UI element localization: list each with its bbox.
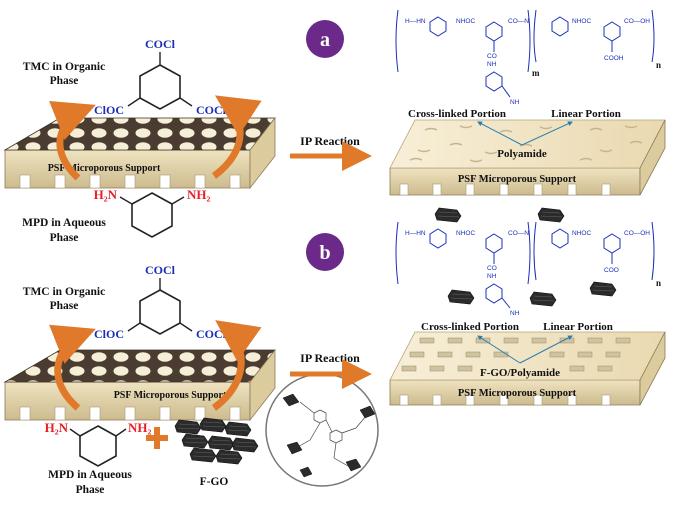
- plus-sign: [146, 427, 168, 449]
- crosslinked-label-a: Cross-linked Portion: [408, 108, 506, 120]
- tmc-left-a: ClOC: [94, 103, 124, 117]
- struct-a-cooh-right: CO—OH: [624, 18, 650, 25]
- result-support-a: PSF Microporous Support: [458, 174, 577, 185]
- linear-label-a: Linear Portion: [551, 108, 621, 120]
- struct-b-n: n: [656, 278, 661, 288]
- struct-b-nh-mid: NH: [487, 273, 497, 280]
- polyamide-structure-a: H—HN NHOC CO—N CO NH NH m NHOC CO—OH COO…: [395, 9, 661, 106]
- struct-b-nhoc-2: NHOC: [572, 230, 591, 237]
- struct-b-cooh-right: CO—OH: [624, 230, 650, 237]
- struct-a-nh: NH: [510, 99, 520, 106]
- mpd-molecule-a: H₂N NH₂: [94, 187, 211, 238]
- tmc-label-a-2: Phase: [50, 75, 79, 87]
- tmc-label-b-2: Phase: [50, 300, 79, 312]
- polyamide-label: Polyamide: [497, 148, 547, 160]
- support-label-a: PSF Microporous Support: [48, 163, 161, 174]
- ip-reaction-b: IP Reaction: [300, 351, 360, 365]
- struct-a-m: m: [532, 68, 540, 78]
- mpd-nh2-b: NH₂: [128, 420, 152, 435]
- struct-b-nhoc: NHOC: [456, 230, 475, 237]
- curved-arrow-b-left: [49, 324, 96, 411]
- ip-reaction-a: IP Reaction: [300, 134, 360, 148]
- tmc-molecule-a: COCl ClOC COCl: [94, 37, 227, 117]
- mpd-label-b-1: MPD in Aqueous: [48, 469, 132, 481]
- linear-label-b: Linear Portion: [543, 321, 613, 333]
- mpd-h2n-a: H₂N: [94, 187, 118, 202]
- struct-b-h-hn: H—HN: [405, 230, 426, 237]
- struct-a-nhoc-2: NHOC: [572, 18, 591, 25]
- fgo-zoom-circle: [265, 373, 379, 487]
- tmc-top-b: COCl: [145, 263, 176, 277]
- support-label-b: PSF Microporous Support: [114, 390, 227, 401]
- tmc-label-b-1: TMC in Organic: [23, 286, 105, 298]
- polyamide-structure-b: H—HN NHOC CO—N CO NH NH NHOC CO—OH COO n: [395, 207, 661, 317]
- struct-a-h-hn: H—HN: [405, 18, 426, 25]
- result-support-b: PSF Microporous Support: [458, 388, 577, 399]
- struct-a-cooh-bottom: COOH: [604, 55, 624, 62]
- fgo-polyamide-label: F-GO/Polyamide: [480, 367, 560, 379]
- pointer-linear-b: [519, 335, 573, 364]
- badge-b: [306, 233, 344, 271]
- struct-a-nhoc: NHOC: [456, 18, 475, 25]
- mpd-label-a-1: MPD in Aqueous: [22, 217, 106, 229]
- panel-b: PSF Microporous Support TMC in Organic P…: [3, 207, 666, 496]
- struct-b-nh: NH: [510, 310, 520, 317]
- pointer-crosslinked-a: [477, 121, 523, 146]
- mpd-label-a-2: Phase: [50, 232, 79, 244]
- fgo-label: F-GO: [200, 476, 229, 488]
- struct-a-nh-mid: NH: [487, 61, 497, 68]
- curved-arrow-b-right: [211, 320, 262, 411]
- struct-a-co: CO: [487, 53, 497, 60]
- curved-arrow-a-right: [211, 95, 262, 179]
- mpd-h2n-b: H₂N: [45, 420, 69, 435]
- result-membrane-b: [389, 331, 666, 406]
- badge-a-text: a: [320, 29, 330, 51]
- mpd-label-b-2: Phase: [76, 484, 105, 496]
- badge-a: [306, 20, 344, 58]
- tmc-top-a: COCl: [145, 37, 176, 51]
- curved-arrow-a-left: [48, 101, 96, 181]
- tmc-left-b: ClOC: [94, 327, 124, 341]
- tmc-molecule-b: COCl ClOC COCl: [94, 263, 227, 341]
- struct-b-co-n: CO—N: [508, 230, 529, 237]
- pointer-crosslinked-b: [477, 335, 521, 364]
- fgo-sheets: [174, 417, 259, 465]
- tmc-label-a-1: TMC in Organic: [23, 61, 105, 73]
- panel-a: PSF Microporous Support TMC in Organic P…: [3, 9, 666, 244]
- struct-b-coo: COO: [604, 267, 619, 274]
- struct-a-co-n: CO—N: [508, 18, 529, 25]
- struct-a-n: n: [656, 60, 661, 70]
- tmc-right-a: COCl: [196, 103, 227, 117]
- result-membrane-a: PSF Microporous Support: [389, 119, 666, 196]
- mpd-molecule-b: H₂N NH₂: [45, 420, 152, 467]
- crosslinked-label-b: Cross-linked Portion: [421, 321, 519, 333]
- mpd-nh2-a: NH₂: [187, 187, 211, 202]
- struct-b-co: CO: [487, 265, 497, 272]
- badge-b-text: b: [319, 242, 330, 264]
- pointer-linear-a: [521, 121, 573, 146]
